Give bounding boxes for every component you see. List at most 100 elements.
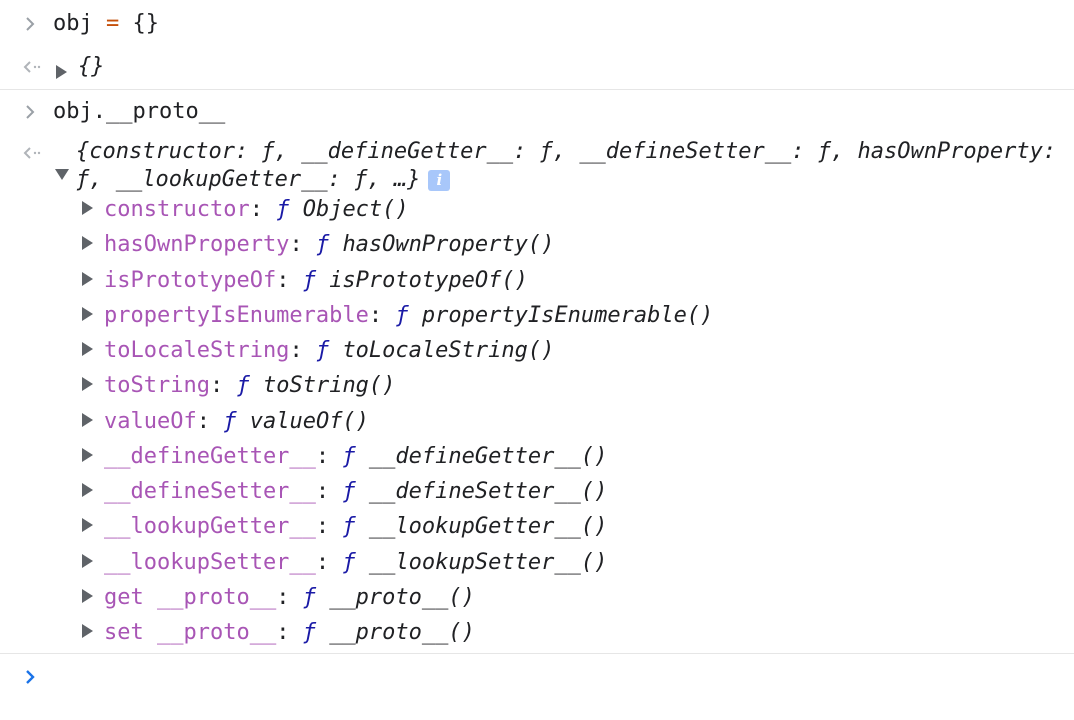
console-input-field[interactable] xyxy=(53,662,1053,694)
property-colon: : xyxy=(368,302,383,328)
expand-toggle-triangle-right-icon[interactable] xyxy=(82,483,93,497)
input-expression: obj xyxy=(53,11,93,36)
expand-toggle-triangle-right-icon[interactable] xyxy=(82,342,93,356)
function-keyword: ƒ xyxy=(315,232,330,258)
function-signature: __proto__() xyxy=(329,584,475,610)
property-name: hasOwnProperty xyxy=(104,232,290,258)
console-prompt-row[interactable] xyxy=(0,662,1074,694)
property-name: isPrototypeOf xyxy=(104,267,277,293)
console-input-code: obj.__proto__ xyxy=(53,99,226,124)
function-keyword: ƒ xyxy=(223,408,237,434)
function-keyword: ƒ xyxy=(302,620,316,645)
function-keyword: ƒ xyxy=(315,338,330,363)
property-row[interactable]: isPrototypeOf: ƒ isPrototypeOf() xyxy=(82,266,528,296)
property-row[interactable]: __lookupGetter__: ƒ __lookupGetter__() xyxy=(82,512,607,542)
input-value: {} xyxy=(132,11,160,36)
function-keyword: ƒ xyxy=(342,479,356,504)
console-input-code: obj = {} xyxy=(53,11,159,37)
function-keyword: ƒ xyxy=(302,584,316,610)
function-signature: Object() xyxy=(302,197,409,222)
expand-toggle-triangle-right-icon[interactable] xyxy=(82,447,93,462)
object-summary[interactable]: {constructor: ƒ, __defineGetter__: ƒ, __… xyxy=(76,138,1071,194)
function-signature: __proto__() xyxy=(329,620,475,645)
function-keyword: ƒ xyxy=(236,373,250,399)
return-arrow-icon xyxy=(19,55,43,79)
input-prompt-chevron-icon xyxy=(19,101,43,125)
property-row[interactable]: get __proto__: ƒ __proto__() xyxy=(82,583,475,613)
property-row[interactable]: __lookupSetter__: ƒ __lookupSetter__() xyxy=(82,548,607,578)
function-signature: propertyIsEnumerable() xyxy=(421,302,714,328)
entry-divider xyxy=(0,653,1074,654)
expand-toggle-triangle-right-icon[interactable] xyxy=(56,60,67,85)
expand-toggle-triangle-right-icon[interactable] xyxy=(82,553,93,568)
property-name: propertyIsEnumerable xyxy=(104,302,369,328)
property-row[interactable]: propertyIsEnumerable: ƒ propertyIsEnumer… xyxy=(82,301,713,331)
property-name: toString xyxy=(104,373,210,399)
expand-toggle-triangle-right-icon[interactable] xyxy=(82,412,93,427)
property-row[interactable]: toString: ƒ toString() xyxy=(82,371,395,401)
expand-toggle-triangle-right-icon[interactable] xyxy=(82,624,93,638)
property-colon: : xyxy=(289,232,303,258)
property-row[interactable]: valueOf: ƒ valueOf() xyxy=(82,407,369,437)
console-input-row: obj = {} xyxy=(0,9,1074,39)
function-signature: toLocaleString() xyxy=(342,338,555,363)
function-signature: __defineGetter__() xyxy=(368,443,608,469)
property-name: __defineGetter__ xyxy=(104,443,316,469)
property-name: constructor xyxy=(104,197,250,222)
property-name: get __proto__ xyxy=(104,584,277,610)
expand-toggle-triangle-right-icon[interactable] xyxy=(82,236,93,251)
property-name: __defineSetter__ xyxy=(104,479,316,504)
property-colon: : xyxy=(315,549,330,575)
info-icon[interactable]: i xyxy=(428,170,451,191)
property-colon: : xyxy=(315,514,330,540)
expand-toggle-triangle-right-icon[interactable] xyxy=(82,518,93,533)
expand-toggle-triangle-right-icon[interactable] xyxy=(82,271,93,286)
expand-toggle-triangle-down-icon[interactable] xyxy=(55,161,69,186)
object-summary-text: {constructor: ƒ, __defineGetter__: ƒ, __… xyxy=(76,139,1057,192)
property-name: __lookupSetter__ xyxy=(104,549,316,575)
property-name: toLocaleString xyxy=(104,338,290,363)
property-colon: : xyxy=(276,620,290,645)
output-object-preview[interactable]: {} xyxy=(78,54,105,79)
function-signature: isPrototypeOf() xyxy=(329,267,528,293)
return-arrow-icon xyxy=(19,141,43,165)
expand-toggle-triangle-right-icon[interactable] xyxy=(82,588,93,603)
function-keyword: ƒ xyxy=(342,549,356,575)
property-row[interactable]: __defineSetter__: ƒ __defineSetter__() xyxy=(82,477,607,507)
entry-divider xyxy=(0,89,1074,90)
function-keyword: ƒ xyxy=(276,197,290,222)
active-prompt-chevron-icon xyxy=(19,666,43,690)
input-prompt-chevron-icon xyxy=(19,13,43,37)
function-keyword: ƒ xyxy=(395,302,409,328)
expand-toggle-triangle-right-icon[interactable] xyxy=(82,306,93,321)
expand-toggle-triangle-right-icon[interactable] xyxy=(82,201,93,215)
property-row[interactable]: set __proto__: ƒ __proto__() xyxy=(82,618,475,648)
property-name: set __proto__ xyxy=(104,620,277,645)
console-output-row: {constructor: ƒ, __defineGetter__: ƒ, __… xyxy=(0,137,1074,197)
assignment-operator: = xyxy=(106,11,120,36)
expand-toggle-triangle-right-icon[interactable] xyxy=(82,377,93,392)
property-colon: : xyxy=(196,408,210,434)
function-signature: toString() xyxy=(262,373,396,399)
property-colon: : xyxy=(249,197,263,222)
function-keyword: ƒ xyxy=(342,443,356,469)
function-signature: valueOf() xyxy=(249,408,369,434)
function-signature: __lookupSetter__() xyxy=(368,549,608,575)
function-keyword: ƒ xyxy=(342,514,356,540)
property-row[interactable]: constructor: ƒ Object() xyxy=(82,195,409,225)
property-name: __lookupGetter__ xyxy=(104,514,316,540)
property-colon: : xyxy=(315,479,330,504)
property-row[interactable]: toLocaleString: ƒ toLocaleString() xyxy=(82,336,554,366)
property-row[interactable]: __defineGetter__: ƒ __defineGetter__() xyxy=(82,442,607,472)
property-row[interactable]: hasOwnProperty: ƒ hasOwnProperty() xyxy=(82,230,554,260)
property-colon: : xyxy=(276,584,290,610)
console-input-row: obj.__proto__ xyxy=(0,97,1074,127)
property-colon: : xyxy=(315,443,330,469)
property-name: valueOf xyxy=(104,408,197,434)
property-colon: : xyxy=(276,267,290,293)
function-signature: __lookupGetter__() xyxy=(368,514,608,540)
function-signature: __defineSetter__() xyxy=(368,479,608,504)
function-signature: hasOwnProperty() xyxy=(342,232,555,258)
property-colon: : xyxy=(209,373,224,399)
property-colon: : xyxy=(289,338,303,363)
